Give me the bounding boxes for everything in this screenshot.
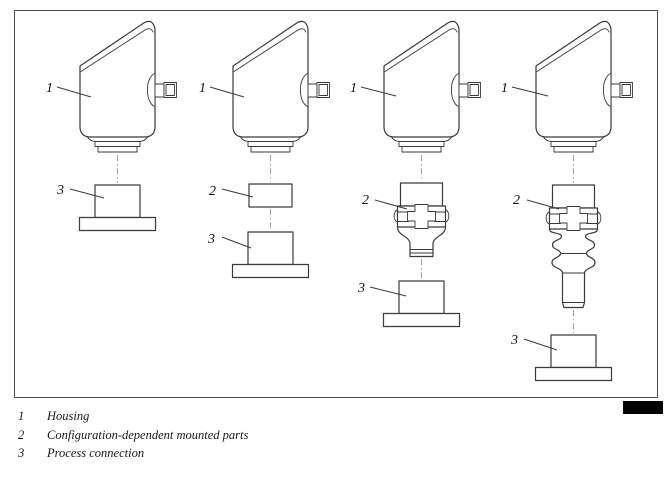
callout-mounted-part: 2 xyxy=(209,184,216,199)
process-connection-drawing xyxy=(382,280,461,328)
variant-2-drawing: 1 2 3 xyxy=(199,20,331,279)
callout-process-connection: 3 xyxy=(56,183,64,198)
redacted-image-id-block xyxy=(623,401,663,414)
process-connection-drawing xyxy=(231,231,310,279)
callout-housing: 1 xyxy=(350,81,357,96)
figure-legend: 1 Housing 2 Configuration-dependent moun… xyxy=(18,407,638,463)
housing-drawing xyxy=(79,20,178,153)
callout-mounted-part: 2 xyxy=(362,193,369,208)
leader-line xyxy=(523,338,558,351)
leader-line xyxy=(221,236,252,249)
housing-drawing xyxy=(232,20,331,153)
callout-process-connection: 3 xyxy=(510,333,518,348)
leader-line xyxy=(369,286,407,297)
legend-number: 1 xyxy=(18,409,25,423)
callout-process-connection: 3 xyxy=(207,232,215,247)
legend-number: 3 xyxy=(18,446,25,460)
callout-mounted-part: 2 xyxy=(513,193,520,208)
housing-drawing xyxy=(383,20,482,153)
callout-housing: 1 xyxy=(501,81,508,96)
callout-housing: 1 xyxy=(199,81,206,96)
device-variants-figure: 1 3 1 2 3 1 2 xyxy=(46,20,634,382)
variant-3-drawing: 1 2 3 xyxy=(350,20,482,328)
legend-label: Process connection xyxy=(47,446,145,460)
process-connection-drawing xyxy=(534,334,613,382)
legend-item-housing: 1 Housing xyxy=(18,407,638,426)
leader-line xyxy=(69,188,105,199)
legend-item-mounted-parts: 2 Configuration-dependent mounted parts xyxy=(18,426,638,445)
leader-line xyxy=(56,86,92,98)
mounted-part-clamp-drawing xyxy=(393,182,450,230)
leader-line xyxy=(526,199,560,210)
variant-1-drawing: 1 3 xyxy=(46,20,178,232)
mounted-part-simple-drawing xyxy=(248,183,293,208)
callout-housing: 1 xyxy=(46,81,53,96)
legend-number: 2 xyxy=(18,427,25,442)
variant-4-drawing: 1 2 3 xyxy=(501,20,634,382)
leader-line xyxy=(221,188,254,198)
leader-line xyxy=(209,86,245,98)
legend-label: Configuration-dependent mounted parts xyxy=(47,427,249,442)
callout-process-connection: 3 xyxy=(357,281,365,296)
leader-line xyxy=(360,86,397,97)
process-connection-drawing xyxy=(78,184,157,232)
leader-line xyxy=(374,199,408,210)
legend-label: Housing xyxy=(47,409,90,423)
leader-line xyxy=(511,86,549,97)
mounted-part-taper-drawing xyxy=(396,226,447,258)
legend-item-process-connection: 3 Process connection xyxy=(18,444,638,463)
mounted-part-bellows-drawing xyxy=(548,228,599,309)
housing-drawing xyxy=(535,20,634,153)
